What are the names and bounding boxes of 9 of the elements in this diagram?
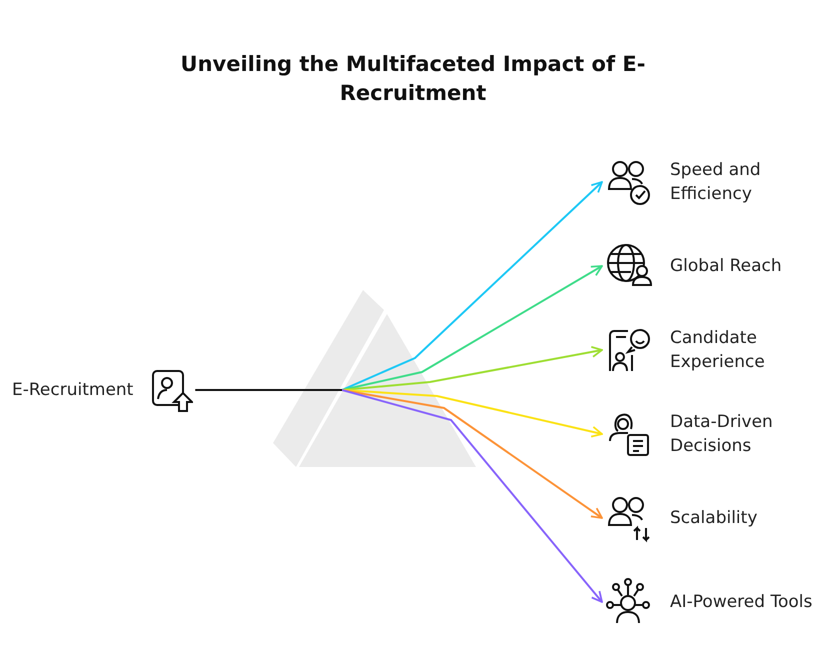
node-label: Global Reach xyxy=(670,255,783,278)
node-label: Scalability xyxy=(670,507,758,530)
node-label: Speed and Efficiency xyxy=(670,159,762,206)
connector-line xyxy=(195,389,342,391)
node-label: AI-Powered Tools xyxy=(670,591,814,614)
diagram-title: Unveiling the Multifaceted Impact of E-Recruitment xyxy=(180,51,646,107)
node-label: Data-Driven Decisions xyxy=(670,411,774,458)
node-label: Candidate Experience xyxy=(670,327,766,374)
node-label: E-Recruitment xyxy=(12,379,134,402)
